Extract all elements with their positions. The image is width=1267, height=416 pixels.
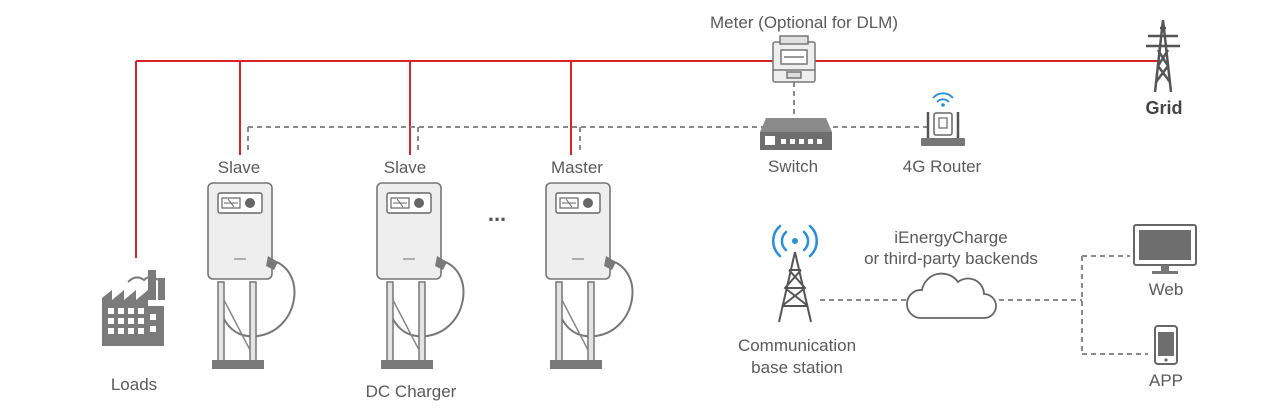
cloud-icon: [906, 272, 997, 319]
web-label: Web: [1148, 280, 1184, 299]
slave-2-label: Slave: [383, 158, 427, 177]
grid-label: Grid: [1145, 98, 1183, 118]
dc-charger-icon: [207, 182, 296, 369]
smartphone-icon: [1154, 325, 1178, 365]
meter-label: Meter (Optional for DLM): [710, 13, 898, 32]
dc-charger-icon: [545, 182, 634, 369]
station-label-line-1: Communication: [737, 336, 857, 355]
backend-label-line-2: or third-party backends: [864, 249, 1038, 268]
loads-label: Loads: [110, 375, 158, 394]
router-label: 4G Router: [902, 157, 982, 176]
backend-label-line-1: iEnergyCharge: [894, 228, 1008, 247]
master-label: Master: [551, 158, 603, 177]
cell-tower-icon: [771, 224, 819, 323]
transmission-tower-icon: [1146, 19, 1180, 93]
slave-1-label: Slave: [217, 158, 261, 177]
dc-charger-label: DC Charger: [365, 382, 457, 401]
station-label-line-2: base station: [751, 358, 843, 377]
dc-charger-icon: [376, 182, 465, 369]
monitor-icon: [1133, 224, 1197, 274]
power-lines: [135, 60, 1160, 258]
meter-icon: [772, 35, 816, 83]
network-switch-icon: [760, 118, 832, 150]
4g-router-icon: [921, 92, 965, 146]
ellipsis-label: ...: [487, 201, 507, 226]
app-label: APP: [1148, 371, 1184, 390]
switch-label: Switch: [767, 157, 819, 176]
factory-icon: [102, 270, 165, 346]
